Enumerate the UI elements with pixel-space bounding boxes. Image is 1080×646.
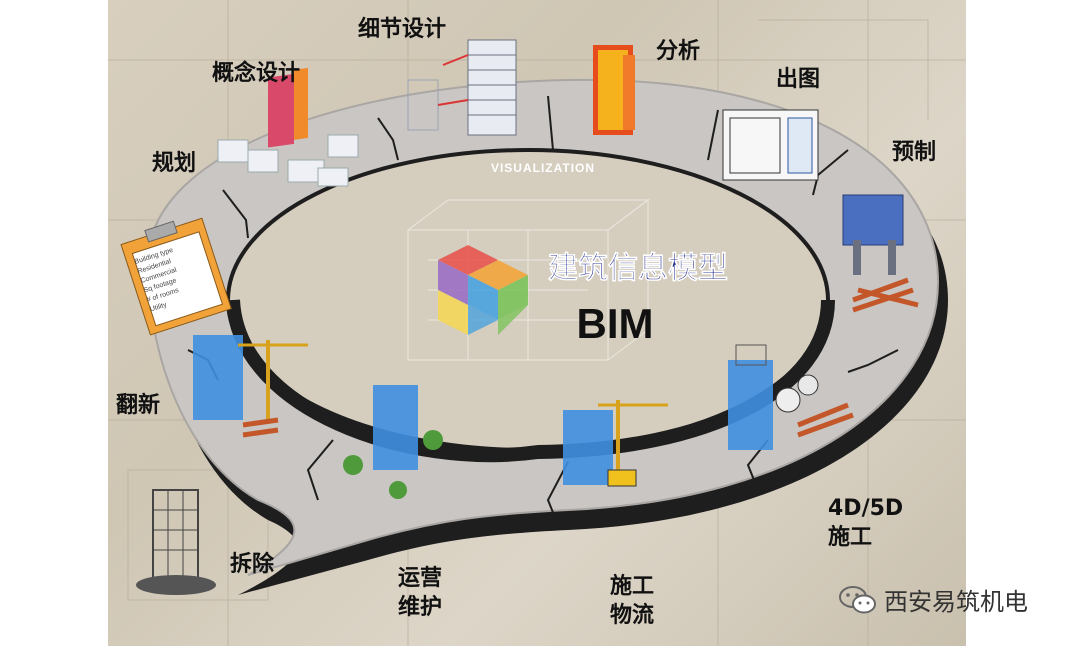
concept-design-illustration — [217, 67, 359, 187]
operation-illustration — [343, 385, 443, 499]
analysis-illustration — [593, 45, 635, 135]
stage-label-operation-line2: 维护 — [398, 595, 443, 620]
prefab-illustration — [842, 194, 919, 313]
stage-label-drawing: 出图 — [776, 67, 821, 92]
center-title-cn: 建筑信息模型 — [548, 251, 728, 286]
stage-label-logistics-line1: 施工 — [610, 574, 655, 599]
diagram-svg: VISUALIZATION 建筑信息模型 BIM — [108, 0, 966, 646]
ring-label-visualization: VISUALIZATION — [491, 161, 595, 175]
watermark: 西安易筑机电 — [838, 582, 1028, 617]
demolition-illustration — [136, 489, 216, 595]
renovation-illustration — [193, 335, 308, 438]
construction-4d5d-illustration — [728, 344, 854, 450]
planning-clipboard-icon — [120, 217, 232, 336]
stage-label-demolition: 拆除 — [230, 552, 275, 577]
stage-label-4d5d-line1: 4D/5D — [828, 496, 904, 521]
stage-label-planning: 规划 — [152, 151, 197, 176]
stage-label-concept-design: 概念设计 — [212, 61, 301, 86]
stage-label-operation-line1: 运营 — [398, 566, 443, 591]
stage-label-detail-design: 细节设计 — [358, 17, 447, 42]
stage-label-logistics-line2: 物流 — [610, 603, 655, 628]
diagram-canvas: VISUALIZATION 建筑信息模型 BIM — [108, 0, 966, 646]
wechat-icon — [839, 585, 876, 613]
logistics-illustration — [563, 400, 668, 487]
stage-label-4d5d-line2: 施工 — [828, 525, 873, 550]
stage-label-prefab: 预制 — [892, 140, 937, 165]
stage-label-renovation: 翻新 — [116, 393, 161, 418]
stage-label-analysis: 分析 — [656, 39, 701, 64]
center-title-en: BIM — [577, 300, 654, 347]
ring-inner-band — [226, 299, 835, 463]
watermark-text: 西安易筑机电 — [884, 588, 1028, 616]
bim-logo-icon — [438, 245, 528, 335]
drawing-illustration — [722, 109, 819, 181]
detail-design-illustration — [407, 39, 517, 136]
